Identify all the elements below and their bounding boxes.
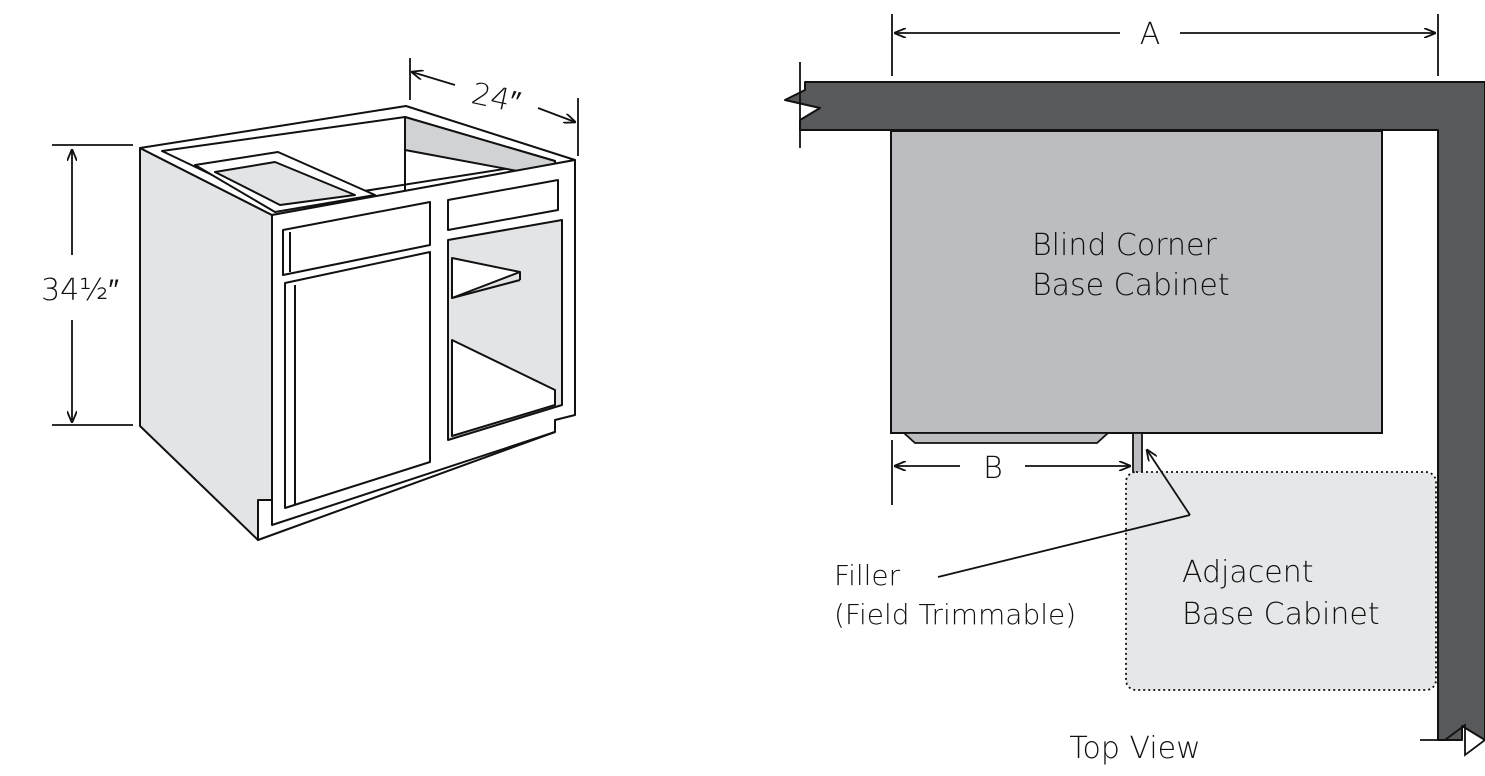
drawer-tray-inner (214, 161, 356, 206)
cabinet-interior-floor (451, 339, 556, 437)
shelf-edge (451, 279, 521, 299)
toe-kick (257, 431, 556, 541)
filler-strip (1132, 432, 1143, 474)
dimension-a (891, 14, 1439, 76)
cabinet-shelf (451, 257, 521, 299)
blind-cabinet-label-line2: Base Cabinet (1032, 268, 1230, 303)
blind-cabinet-door-edge (901, 432, 1111, 444)
cabinet-isometric (139, 105, 576, 541)
filler-label-line2: (Field Trimmable) (834, 598, 1076, 631)
dimension-b-label: B (983, 451, 1003, 486)
filler-leader (937, 450, 1191, 578)
blind-corner-cabinet (890, 130, 1383, 434)
adjacent-cabinet-label-line1: Adjacent (1182, 555, 1313, 590)
cabinet-door (284, 251, 431, 509)
corner-wall (784, 81, 1485, 741)
blind-cabinet-label-line1: Blind Corner (1032, 228, 1217, 263)
depth-label: 24″ (468, 76, 523, 120)
top-view-caption: Top View (1069, 731, 1200, 766)
height-label: 34½″ (41, 273, 119, 308)
upper-drawer-front (282, 201, 431, 276)
wall-break-bottom (1420, 723, 1485, 757)
adjacent-cabinet-label-line2: Base Cabinet (1182, 597, 1380, 632)
upper-right-rail (447, 179, 559, 231)
height-dimension (52, 144, 133, 426)
dimension-a-label: A (1140, 17, 1161, 52)
filler-label-line1: Filler (834, 559, 901, 592)
depth-dimension (409, 58, 579, 156)
cabinet-side-panel (139, 147, 273, 541)
adjacent-cabinet (1125, 471, 1437, 691)
dimension-b (891, 440, 1130, 505)
